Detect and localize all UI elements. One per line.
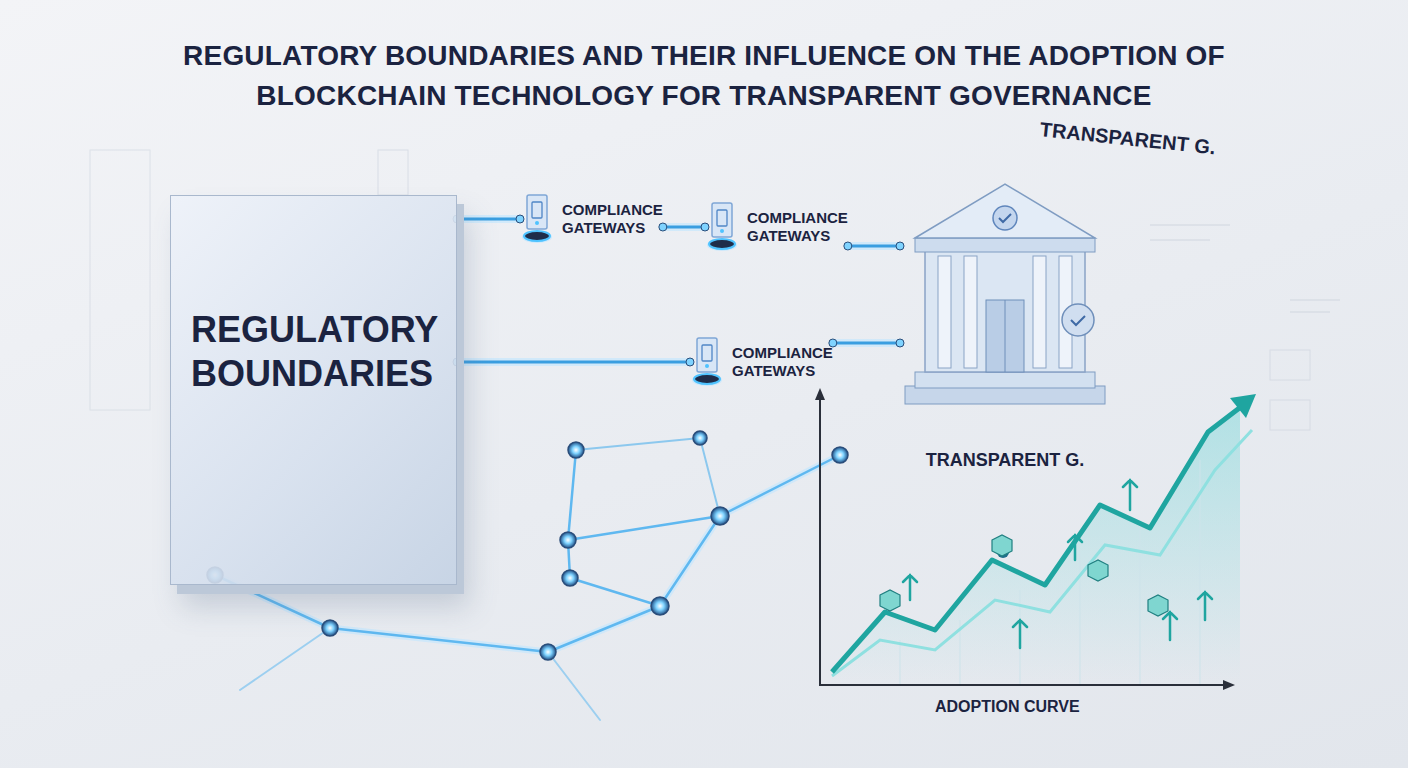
- diagram-title: REGULATORY BOUNDARIES AND THEIR INFLUENC…: [114, 36, 1294, 116]
- network-connector: [663, 226, 705, 229]
- network-connector: [848, 245, 900, 248]
- government-building: TRANSPARENT G.: [900, 150, 1110, 471]
- gateway-text: COMPLIANCE GATEWAYS: [732, 344, 833, 380]
- network-connector: [833, 342, 900, 345]
- building-caption: TRANSPARENT G.: [926, 450, 1085, 471]
- panel-heading: REGULATORY BOUNDARIES: [191, 308, 438, 396]
- gateway-label: COMPLIANCE GATEWAYS: [562, 201, 663, 237]
- adoption-chart: [815, 388, 1256, 690]
- connector-end-dot: [686, 358, 694, 366]
- text-label: ADOPTION CURVE: [935, 698, 1080, 716]
- gateway-label: COMPLIANCE GATEWAYS: [747, 209, 848, 245]
- gateway-text: COMPLIANCE GATEWAYS: [562, 201, 663, 237]
- connector-glow: [848, 242, 900, 250]
- connector-end-dot: [844, 242, 852, 250]
- gateway-icon: [705, 200, 739, 254]
- network-connector: [457, 361, 690, 364]
- compliance-gateway: COMPLIANCE GATEWAYS: [705, 200, 848, 254]
- building-illustration: [900, 150, 1110, 408]
- connector-end-dot: [896, 242, 904, 250]
- connector-glow: [457, 358, 690, 366]
- network-connector: [457, 218, 520, 221]
- connector-end-dot: [516, 215, 524, 223]
- connector-end-dot: [896, 339, 904, 347]
- gateway-text: COMPLIANCE GATEWAYS: [747, 209, 848, 245]
- connector-glow: [833, 339, 900, 347]
- gateway-icon: [520, 192, 554, 246]
- connector-glow: [663, 223, 705, 231]
- text-label: TRANSPARENT G.: [1039, 118, 1217, 159]
- gateway-icon: [690, 335, 724, 389]
- connector-glow: [457, 215, 520, 223]
- compliance-gateway: COMPLIANCE GATEWAYS: [690, 335, 833, 389]
- regulatory-panel: REGULATORY BOUNDARIES: [170, 195, 457, 585]
- connector-end-dot: [701, 223, 709, 231]
- compliance-gateway: COMPLIANCE GATEWAYS: [520, 192, 663, 246]
- gateway-label: COMPLIANCE GATEWAYS: [732, 344, 833, 380]
- connector-end-dot: [659, 223, 667, 231]
